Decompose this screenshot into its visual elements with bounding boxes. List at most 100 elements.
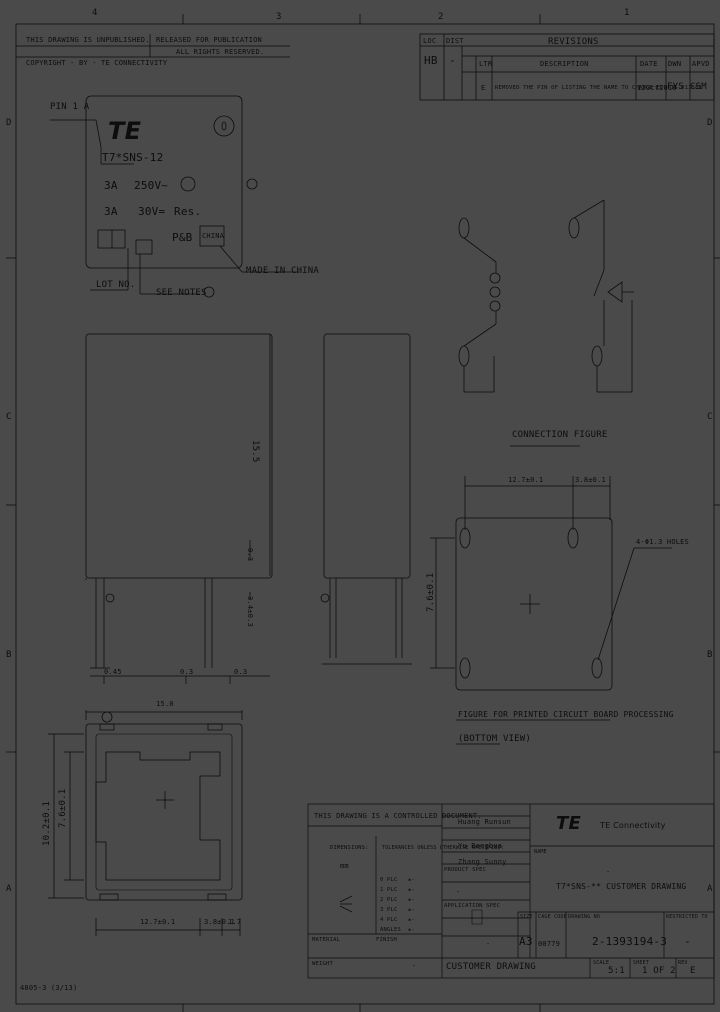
rating2-voltage: 30V= bbox=[138, 205, 166, 218]
connection-figure-label: CONNECTION FIGURE bbox=[512, 430, 608, 440]
tb-tol-1: 1 PLC bbox=[380, 887, 398, 893]
zone-top-1: 1 bbox=[624, 8, 630, 18]
tb-chk-name: Yu Bangbua bbox=[458, 842, 503, 850]
tb-brand-name: TE Connectivity bbox=[600, 821, 666, 830]
zone-top-3: 3 bbox=[276, 12, 282, 22]
zone-side-a-right: A bbox=[707, 884, 713, 894]
tb-te-logo: TE bbox=[556, 813, 581, 834]
tb-tol-4: 4 PLC bbox=[380, 917, 398, 923]
dim-bottom-last: 1.7 bbox=[228, 918, 242, 926]
dim-bottom-width: 10.2±0.1 bbox=[42, 801, 52, 846]
rev-dist-value: - bbox=[449, 54, 456, 67]
lot-no-label: LOT NO. bbox=[96, 280, 136, 290]
rev-date-head: DATE bbox=[640, 60, 658, 68]
tb-application-spec-value: - bbox=[486, 940, 491, 948]
rating1-voltage: 250V~ bbox=[134, 179, 169, 192]
tb-finish: FINISH bbox=[376, 937, 398, 943]
tb-product-spec-value: - bbox=[456, 888, 461, 896]
tb-weight-value: - bbox=[412, 962, 417, 970]
tb-mm: mm bbox=[340, 862, 349, 870]
tb-drawing-name: T7*SNS-** CUSTOMER DRAWING bbox=[556, 882, 687, 891]
tb-size-head: SIZE bbox=[520, 914, 533, 920]
pcb-holes-label: 4-Φ1.3 HOLES bbox=[636, 538, 689, 546]
zone-side-d-right: D bbox=[707, 118, 713, 128]
title-block-lines bbox=[307, 803, 715, 979]
rev-description: REMOVED THE PIN OF LISTING THE NAME TO C… bbox=[495, 85, 703, 91]
dim-side-h2: 0.3 bbox=[246, 548, 254, 562]
tb-scale: 5:1 bbox=[608, 966, 625, 976]
header-rights: ALL RIGHTS RESERVED. bbox=[176, 48, 265, 56]
pin-a-label: PIN 1 A bbox=[50, 102, 90, 112]
connection-figure bbox=[458, 199, 634, 447]
tb-tolv-2: ±- bbox=[408, 897, 416, 903]
dim-bottom-pitch: 12.7±0.1 bbox=[140, 918, 176, 926]
zone-side-d: D bbox=[6, 118, 12, 128]
tb-tolv-1: ±- bbox=[408, 887, 416, 893]
tb-product-spec: PRODUCT SPEC bbox=[444, 867, 487, 873]
header-release: RELEASED FOR PUBLICATION bbox=[156, 36, 262, 44]
revisions-title: REVISIONS bbox=[548, 37, 599, 47]
tb-tol-label: TOLERANCES UNLESS OTHERWISE SPECIFIED: bbox=[382, 845, 504, 851]
zone-side-b-right: B bbox=[707, 650, 713, 660]
dim-bottom-height: 7.6±0.1 bbox=[58, 788, 68, 828]
dim-width-top: 15.0 bbox=[156, 700, 174, 708]
sheet-border bbox=[15, 23, 715, 1005]
tb-tolv-4: ±- bbox=[408, 917, 416, 923]
rev-ltr-head: LTR bbox=[479, 60, 493, 68]
pcb-layout bbox=[430, 476, 672, 745]
pcb-dim-height: 7.6±0.1 bbox=[426, 572, 436, 612]
tb-tol-0: 0 PLC bbox=[380, 877, 398, 883]
te-logo: TE bbox=[108, 117, 142, 145]
zone-top-2: 2 bbox=[438, 12, 444, 22]
tb-cage-head: CAGE CODE bbox=[538, 914, 567, 920]
rev-apvd: CSM bbox=[690, 82, 707, 92]
zone-side-b: B bbox=[6, 650, 12, 660]
rev-desc-head: DESCRIPTION bbox=[540, 60, 589, 68]
tb-tol-5: ANGLES bbox=[380, 927, 402, 933]
tb-tol-2: 2 PLC bbox=[380, 897, 398, 903]
tb-size: A3 bbox=[519, 935, 533, 948]
relay-model: T7*SNS-12 bbox=[102, 151, 164, 164]
tb-tolv-5: ±- bbox=[408, 927, 416, 933]
header-copyright: COPYRIGHT - BY - TE CONNECTIVITY bbox=[26, 59, 168, 67]
dim-03b: 0.3 bbox=[234, 668, 248, 676]
tb-sheet-head: SHEET bbox=[633, 960, 650, 966]
tb-material: MATERIAL bbox=[312, 937, 341, 943]
rev-loc-label: LOC bbox=[423, 37, 437, 45]
tb-tolv-0: ±- bbox=[408, 877, 416, 883]
rev-apvd-head: APVD bbox=[692, 60, 710, 68]
header-unpublished: THIS DRAWING IS UNPUBLISHED. bbox=[26, 36, 150, 44]
rating2-type: Res. bbox=[174, 205, 202, 218]
tb-restricted-head: RESTRICTED TO bbox=[666, 914, 708, 920]
rev-dist-label: DIST bbox=[446, 37, 464, 45]
rev-dwn-head: DWN bbox=[668, 60, 682, 68]
tb-tol-3: 3 PLC bbox=[380, 907, 398, 913]
see-notes-label: SEE NOTES bbox=[156, 288, 207, 298]
tb-dwg-head: DRAWING NO bbox=[568, 914, 601, 920]
rating1-current: 3A bbox=[104, 179, 118, 192]
rev-loc-value: HB bbox=[424, 54, 438, 67]
dim-03a: 0.3 bbox=[180, 668, 194, 676]
zone-side-a: A bbox=[6, 884, 12, 894]
pb-mark: P&B bbox=[172, 231, 193, 244]
tb-form-number: 4805-3 (3/13) bbox=[20, 984, 78, 992]
tb-weight: WEIGHT bbox=[312, 961, 334, 967]
tb-dwg-no: 2-1393194-3 bbox=[592, 935, 668, 948]
tb-appr-name: Zhang Sunny bbox=[458, 858, 507, 866]
relay-side-view bbox=[323, 333, 411, 579]
rev-dwn: FYS bbox=[667, 82, 684, 92]
zone-side-c-right: C bbox=[707, 412, 713, 422]
rev-ltr: E bbox=[481, 84, 486, 92]
relay-bottom-view bbox=[48, 710, 243, 936]
tb-rev-head: REV bbox=[678, 960, 688, 966]
tb-name-head: NAME bbox=[534, 849, 547, 855]
pcb-dim-pitch: 12.7±0.1 bbox=[508, 476, 544, 484]
dim-pin-length: 3.4±0.3 bbox=[246, 596, 254, 627]
china-mark: CHINA bbox=[202, 232, 225, 240]
pcb-bottom-view-label: (BOTTOM VIEW) bbox=[458, 734, 532, 744]
rev-date: 12Oct2016 bbox=[637, 84, 677, 92]
tb-restricted: - bbox=[684, 935, 691, 948]
tb-scale-head: SCALE bbox=[593, 960, 610, 966]
made-in-label: MADE IN CHINA bbox=[246, 266, 320, 276]
